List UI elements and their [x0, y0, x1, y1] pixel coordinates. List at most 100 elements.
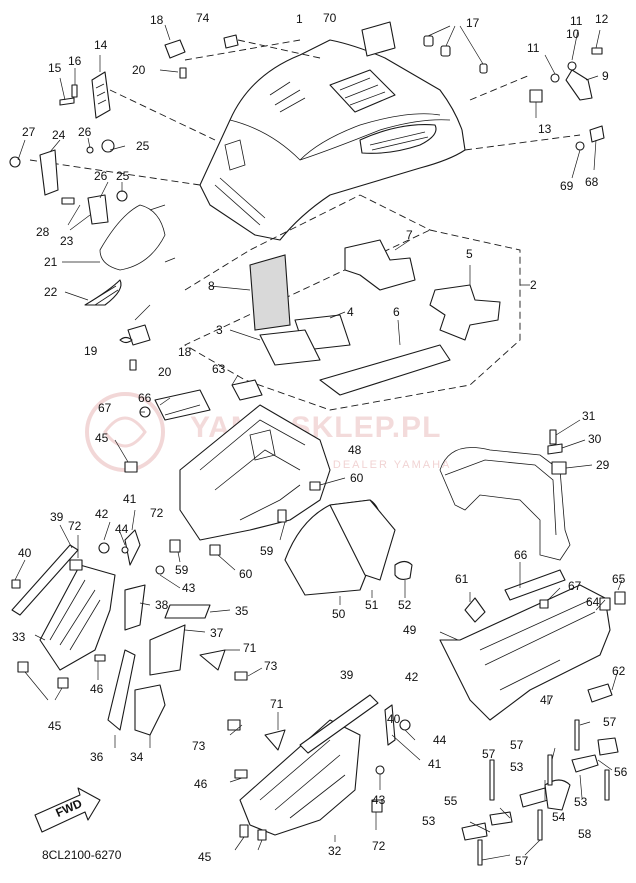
callout-61: 61 [455, 572, 469, 586]
part-74-label [223, 34, 239, 49]
part-68-69 [571, 125, 605, 179]
callout-67b: 67 [568, 579, 582, 593]
callout-8: 8 [208, 279, 215, 293]
callout-67a: 67 [98, 401, 112, 415]
callout-13: 13 [538, 122, 552, 136]
callout-45a: 45 [95, 431, 109, 445]
part-48-inner-panel [179, 404, 331, 541]
callout-46b: 46 [194, 777, 208, 791]
callout-6: 6 [393, 305, 400, 319]
callout-12: 12 [595, 12, 609, 26]
callout-58: 58 [578, 827, 592, 841]
callout-73a: 73 [264, 659, 278, 673]
callout-15: 15 [48, 61, 62, 75]
callout-5: 5 [466, 247, 473, 261]
callout-53c: 53 [422, 814, 436, 828]
callout-20a: 20 [132, 63, 146, 77]
part-33-side-cover [34, 535, 116, 671]
callout-66b: 66 [514, 548, 528, 562]
callout-41b: 41 [428, 757, 442, 771]
callout-56: 56 [614, 765, 628, 779]
diagram-code: 8CL2100-6270 [42, 848, 122, 862]
guide-lines-top [29, 39, 581, 186]
callout-33: 33 [12, 630, 26, 644]
callout-59b: 59 [175, 563, 189, 577]
callout-38: 38 [155, 598, 169, 612]
callout-26a: 26 [78, 125, 92, 139]
callout-28: 28 [36, 225, 50, 239]
part-41-42-43-44-left [98, 509, 181, 589]
part-32-lower-panel [239, 694, 379, 842]
part-17-grommets [423, 25, 488, 74]
callout-2: 2 [530, 278, 537, 292]
callout-65: 65 [612, 572, 626, 586]
group-2-dashed-box [184, 194, 530, 411]
callout-40b: 40 [387, 712, 401, 726]
callout-17: 17 [466, 16, 480, 30]
callout-71a: 71 [243, 641, 257, 655]
callout-49: 49 [403, 623, 417, 637]
callout-43b: 43 [372, 793, 386, 807]
callout-1: 1 [296, 12, 303, 26]
callout-31: 31 [582, 409, 596, 423]
callout-41a: 41 [123, 492, 137, 506]
callout-44a: 44 [115, 522, 129, 536]
part-59-60-upper [277, 477, 346, 541]
callout-numbers: 1 2 3 4 5 6 7 8 9 10 11 11 12 13 14 15 1… [12, 11, 628, 868]
callout-30: 30 [588, 432, 602, 446]
part-70-label [361, 21, 396, 57]
callout-19: 19 [84, 344, 98, 358]
callout-45c: 45 [198, 850, 212, 864]
callout-62: 62 [612, 664, 626, 678]
callout-35: 35 [235, 604, 249, 618]
callout-66a: 66 [138, 391, 152, 405]
callout-26b: 26 [94, 169, 108, 183]
part-21-28-latch [9, 137, 176, 306]
callout-60a: 60 [350, 471, 364, 485]
callout-14: 14 [94, 38, 108, 52]
callout-24: 24 [52, 128, 66, 142]
part-63-66-67 [114, 374, 263, 473]
callout-72c: 72 [372, 839, 386, 853]
callout-52: 52 [398, 598, 412, 612]
fwd-arrow-icon: FWD [34, 787, 101, 833]
callout-45b: 45 [48, 719, 62, 733]
callout-69: 69 [560, 179, 574, 193]
callout-64: 64 [586, 595, 600, 609]
part-36-34-71-73 [107, 649, 263, 748]
callout-42a: 42 [95, 507, 109, 521]
callout-39a: 39 [50, 510, 64, 524]
callout-20b: 20 [158, 365, 172, 379]
callout-43a: 43 [182, 581, 196, 595]
callout-25b: 25 [116, 169, 130, 183]
callout-27: 27 [22, 125, 36, 139]
callout-3: 3 [216, 323, 223, 337]
part-47-49-lower-right [439, 562, 626, 721]
part-50-51-52 [284, 499, 413, 605]
part-9-13-hinge [529, 29, 603, 118]
callout-16: 16 [68, 54, 82, 68]
callout-44b: 44 [433, 733, 447, 747]
part-18-19-20-lower [119, 304, 151, 371]
part-59-60-lower [169, 539, 236, 571]
callout-4: 4 [347, 305, 354, 319]
callout-10: 10 [566, 27, 580, 41]
callout-71b: 71 [270, 697, 284, 711]
part-lower-fasteners [227, 704, 421, 851]
callout-46a: 46 [90, 682, 104, 696]
callout-7: 7 [406, 228, 413, 242]
callout-53a: 53 [510, 760, 524, 774]
part-18-20-top [159, 24, 187, 79]
callout-50: 50 [332, 607, 346, 621]
callout-47: 47 [540, 693, 554, 707]
callout-25a: 25 [136, 139, 150, 153]
callout-9: 9 [602, 69, 609, 83]
part-14-15-16 [59, 55, 111, 119]
callout-48: 48 [348, 443, 362, 457]
part-53-58-lower-right [461, 669, 619, 866]
callout-32: 32 [328, 844, 342, 858]
part-35-37-38 [124, 584, 231, 676]
callout-37: 37 [210, 626, 224, 640]
